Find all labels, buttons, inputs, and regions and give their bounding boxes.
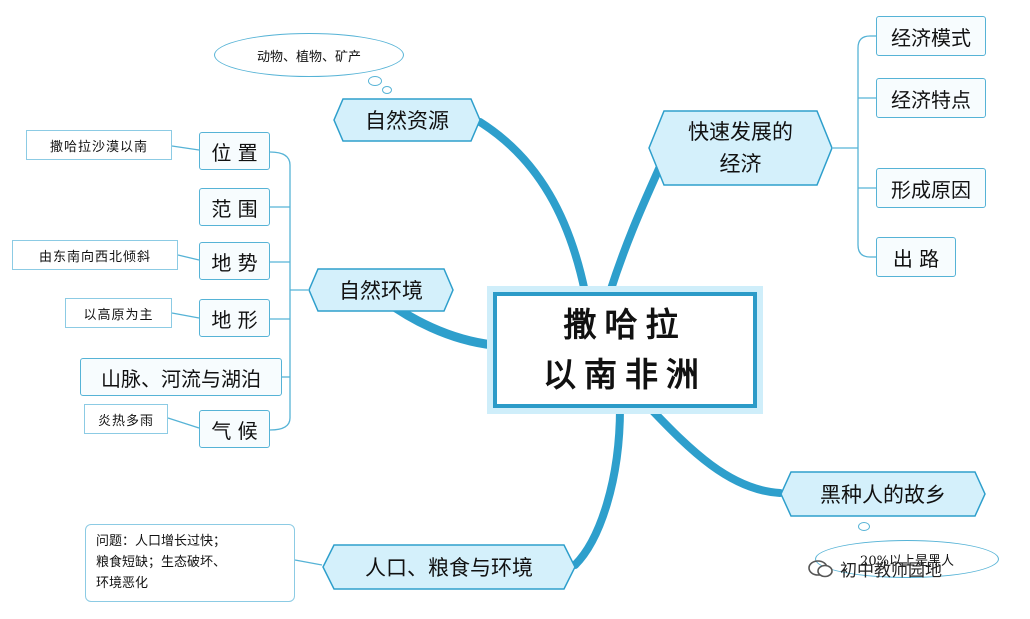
cloud-bubble [382, 86, 392, 94]
branch-black-homeland: 黑种人的故乡 [780, 471, 986, 517]
note-text: 炎热多雨 [97, 413, 154, 429]
environment-item-mountains-rivers-lakes: 山脉、河流与湖泊 [80, 358, 282, 396]
homeland-cloud: 20%以上是黑人 [815, 540, 999, 578]
note-text: 由东南向西北倾斜 [38, 249, 151, 265]
branch-black-homeland-label: 黑种人的故乡 [820, 483, 946, 507]
branch-population-label: 人口、粮食与环境 [365, 556, 533, 580]
central-topic-line2: 以南非洲 [543, 355, 707, 394]
economy-item-model: 经济模式 [876, 16, 986, 56]
note-text: 撒哈拉沙漠以南 [49, 139, 148, 155]
population-note-line: 环境恶化 [96, 576, 149, 591]
population-note: 问题：人口增长过快； 粮食短缺；生态破坏、 环境恶化 [85, 524, 295, 602]
link-population [571, 404, 624, 569]
resources-cloud-text: 动物、植物、矿产 [256, 49, 361, 65]
economy-item-outlook: 出 路 [876, 237, 956, 277]
link-homeland [646, 404, 784, 497]
branch-economy-label: 快速发展的经济 [688, 120, 793, 176]
note-landform: 以高原为主 [65, 298, 172, 328]
branch-natural-environment-label: 自然环境 [339, 279, 423, 303]
economy-item-label: 经济特点 [891, 87, 971, 112]
population-note-line: 粮食短缺；生态破坏、 [96, 555, 227, 570]
central-topic-line1: 撒哈拉 [563, 305, 687, 344]
environment-item-label: 山脉、河流与湖泊 [101, 366, 261, 391]
environment-item-label: 气 候 [211, 418, 258, 443]
economy-item-features: 经济特点 [876, 78, 986, 118]
branch-natural-resources: 自然资源 [333, 98, 481, 142]
branch-population: 人口、粮食与环境 [322, 544, 576, 590]
environment-item-label: 地 势 [211, 250, 258, 275]
link-resources [476, 118, 589, 296]
environment-item-label: 地 形 [211, 307, 258, 332]
note-terrain: 由东南向西北倾斜 [12, 240, 178, 270]
environment-item-extent: 范 围 [199, 188, 270, 226]
environment-item-label: 范 围 [211, 196, 258, 221]
environment-item-label: 位 置 [211, 140, 258, 165]
watermark-text: 初中教师园地 [840, 561, 942, 581]
note-climate: 炎热多雨 [84, 404, 168, 434]
economy-item-label: 经济模式 [891, 25, 971, 50]
watermark: 初中教师园地 [808, 556, 942, 581]
cloud-bubble [368, 76, 382, 86]
branch-economy: 快速发展的经济 [648, 110, 833, 186]
economy-item-label: 形成原因 [891, 177, 971, 202]
environment-item-terrain: 地 势 [199, 242, 270, 280]
cloud-bubble [858, 522, 870, 531]
environment-item-landform: 地 形 [199, 299, 270, 337]
population-note-line: 问题：人口增长过快； [96, 534, 227, 549]
branch-natural-resources-label: 自然资源 [365, 109, 449, 133]
note-text: 以高原为主 [83, 307, 154, 323]
branch-natural-environment: 自然环境 [308, 268, 454, 312]
environment-item-climate: 气 候 [199, 410, 270, 448]
economy-item-causes: 形成原因 [876, 168, 986, 208]
central-topic: 撒哈拉 以南非洲 [487, 286, 763, 414]
resources-cloud: 动物、植物、矿产 [214, 33, 404, 77]
homeland-cloud-text: 20%以上是黑人 [860, 553, 954, 569]
wechat-icon [808, 559, 834, 579]
environment-item-location: 位 置 [199, 132, 270, 170]
note-location: 撒哈拉沙漠以南 [26, 130, 172, 160]
economy-item-label: 出 路 [892, 246, 940, 271]
